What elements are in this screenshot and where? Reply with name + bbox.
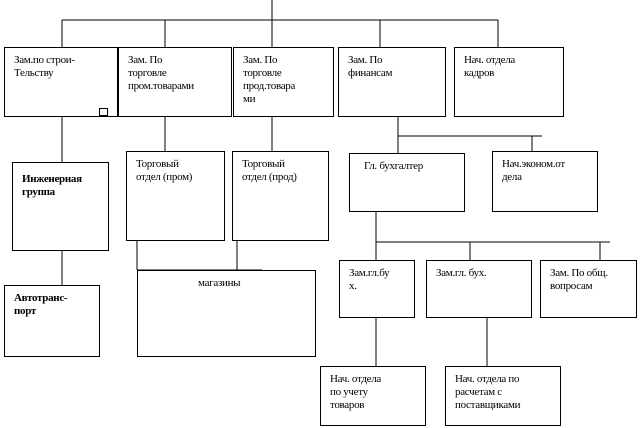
economic-dept-head-box: Нач.эконом.от дела xyxy=(492,151,598,212)
deputy-food-goods-box: Зам. По торговле прод.товара ми xyxy=(233,47,334,117)
deputy-finance-box: Зам. По финансам xyxy=(338,47,446,117)
corner-marker xyxy=(99,108,108,116)
goods-accounting-head-box: Нач. отдела по учету товаров xyxy=(320,366,426,426)
engineering-group-box: Инженерная группа xyxy=(12,162,109,251)
deputy-construction-box: Зам.по строи- Тельству xyxy=(4,47,118,117)
chief-accountant-box: Гл. бухгалтер xyxy=(349,153,465,212)
trade-dept-food-box: Торговый отдел (прод) xyxy=(232,151,329,241)
deputy-general-affairs-box: Зам. По общ. вопросам xyxy=(540,260,637,318)
deputy-industrial-goods-box: Зам. По торговле пром.товарами xyxy=(118,47,232,117)
autotransport-box: Автотранс- порт xyxy=(4,285,100,357)
deputy-chief-accountant-2-box: Зам.гл. бух. xyxy=(426,260,532,318)
supplier-settlements-head-box: Нач. отдела по расчетам с поставщиками xyxy=(445,366,561,426)
trade-dept-industrial-box: Торговый отдел (пром) xyxy=(126,151,225,241)
hr-head-box: Нач. отдела кадров xyxy=(454,47,564,117)
stores-box: магазины xyxy=(137,270,316,357)
deputy-chief-accountant-1-box: Зам.гл.бу х. xyxy=(339,260,415,318)
